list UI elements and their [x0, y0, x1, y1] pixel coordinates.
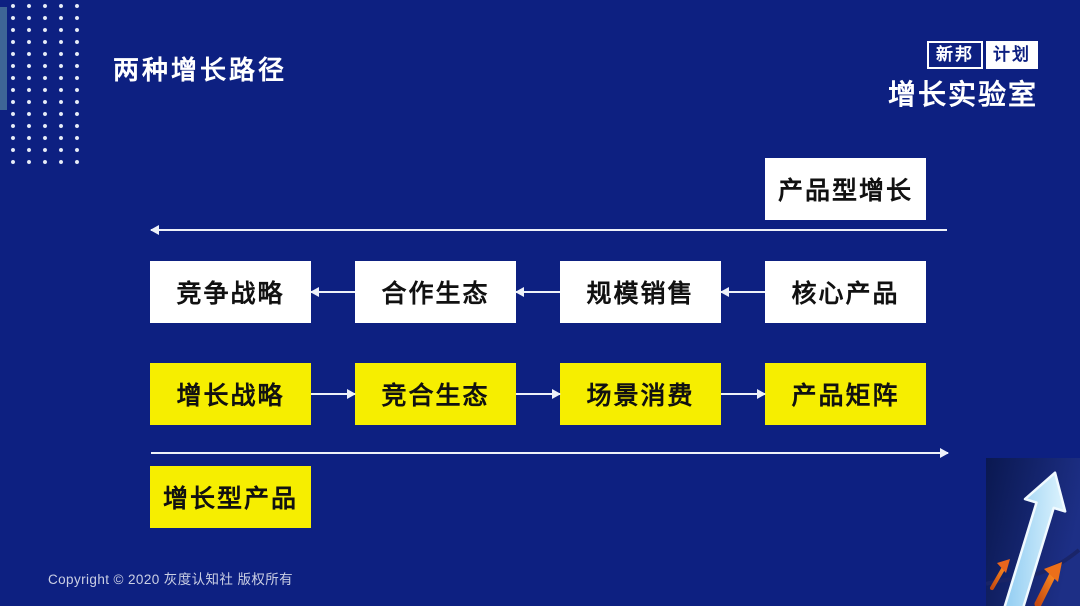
- copyright-text: Copyright © 2020 灰度认知社 版权所有: [48, 572, 294, 587]
- product-chain-box: 规模销售: [560, 261, 721, 323]
- flow-arrow-right-icon: [516, 389, 561, 399]
- logo-badges: 新邦 计划: [927, 41, 1038, 69]
- growth-chain-box: 竞合生态: [355, 363, 516, 425]
- growth-chain-box: 增长战略: [150, 363, 311, 425]
- flow-arrow-left-icon: [720, 287, 765, 297]
- logo-badge-primary: 新邦: [927, 41, 983, 69]
- growth-arrows-illustration: [986, 458, 1080, 606]
- logo-name: 增长实验室: [887, 79, 1038, 110]
- orange-arrow-large-icon: [1034, 562, 1062, 606]
- product-path-arrow-left-icon: [150, 225, 947, 235]
- product-chain-box: 合作生态: [355, 261, 516, 323]
- growth-path-arrow-right-icon: [151, 448, 949, 458]
- flow-arrow-left-icon: [515, 287, 560, 297]
- product-path-label-box: 产品型增长: [765, 158, 926, 220]
- dot-grid-decoration: [5, 0, 83, 168]
- up-right-arrow-icon: [1000, 471, 1067, 606]
- product-chain-box: 核心产品: [765, 261, 926, 323]
- flow-arrow-left-icon: [310, 287, 355, 297]
- flow-arrow-right-icon: [721, 389, 766, 399]
- brand-logo: 新邦 计划 增长实验室: [888, 41, 1038, 113]
- product-chain-box: 竞争战略: [150, 261, 311, 323]
- orange-arrow-small-icon: [990, 559, 1010, 590]
- growth-chain-box: 场景消费: [560, 363, 721, 425]
- left-accent-bar: [0, 7, 7, 110]
- growth-chain-box: 产品矩阵: [765, 363, 926, 425]
- flow-arrow-right-icon: [311, 389, 356, 399]
- logo-badge-secondary: 计划: [986, 41, 1038, 69]
- page-title: 两种增长路径: [113, 55, 288, 85]
- growth-path-label-box: 增长型产品: [150, 466, 311, 528]
